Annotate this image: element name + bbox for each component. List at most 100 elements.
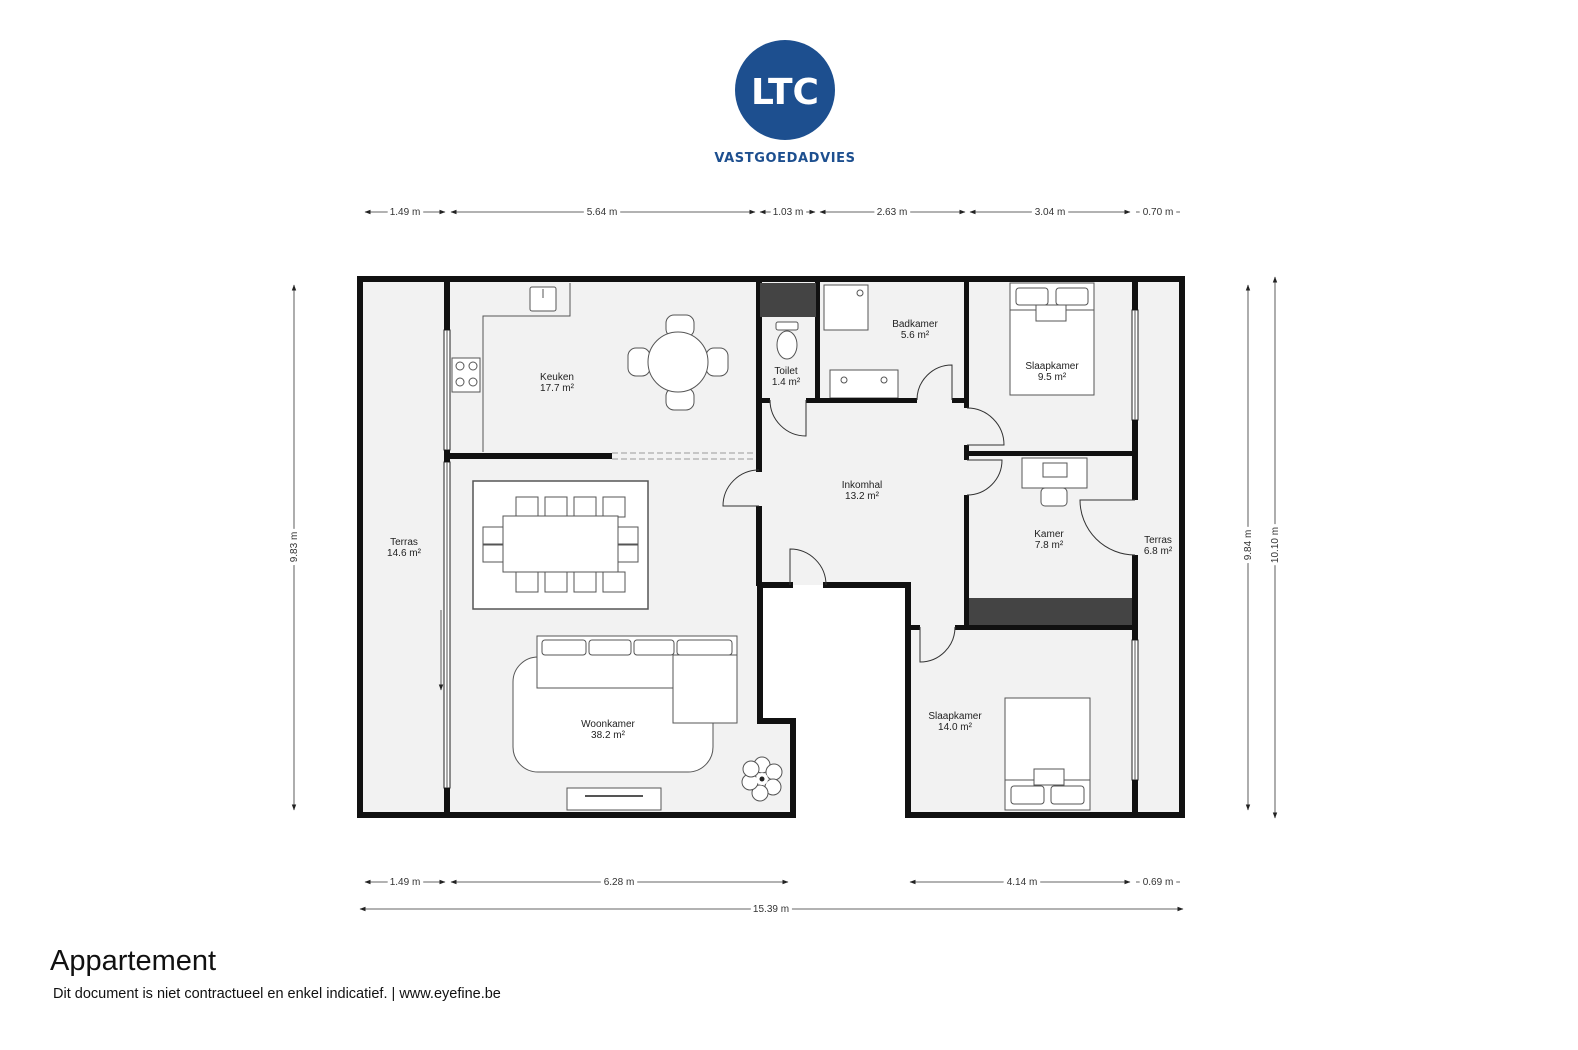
laptop	[1042, 462, 1068, 478]
duvet-fold	[1033, 768, 1065, 786]
dimension-label: 1.03 m	[773, 207, 804, 218]
room-name: Inkomhal	[842, 480, 883, 491]
room-area: 13.2 m²	[845, 491, 880, 502]
dimension-label: 1.49 m	[390, 877, 421, 888]
chair	[617, 526, 639, 545]
room-area: 14.6 m²	[387, 548, 422, 559]
wall	[447, 453, 612, 459]
room-area: 6.8 m²	[1144, 546, 1173, 557]
vanity-tap	[880, 376, 888, 384]
dimension-label-total: 15.39 m	[753, 904, 789, 915]
logo-circle	[735, 40, 835, 140]
room-area: 9.5 m²	[1038, 372, 1067, 383]
bottom-dimensions: 1.49 m 6.28 m 4.14 m 0.69 m 15.39 m	[359, 874, 1184, 919]
toilet-bowl	[776, 330, 798, 360]
sofa-cushion	[541, 639, 587, 656]
wall	[908, 625, 920, 630]
kitchen-counter	[482, 283, 571, 452]
chair	[602, 571, 626, 593]
room-name: Kamer	[1034, 529, 1064, 540]
door-badkamer	[916, 364, 953, 401]
room-area: 1.4 m²	[772, 377, 801, 388]
door-terras	[1079, 499, 1136, 556]
duvet-fold	[1035, 304, 1067, 322]
room-labels: Terras 14.6 m² Keuken 17.7 m² Toilet 1.4…	[387, 319, 1173, 741]
dimension-label: 1.49 m	[390, 207, 421, 218]
doors	[722, 364, 1136, 663]
bathroom-vanity	[829, 369, 899, 399]
dimension-label: 6.28 m	[604, 877, 635, 888]
sofa-cushion	[676, 639, 733, 656]
furniture	[451, 282, 1095, 811]
burner	[455, 361, 465, 371]
plant	[741, 756, 783, 802]
sofa-cushion	[633, 639, 675, 656]
vanity-tap	[840, 376, 848, 384]
wall	[444, 788, 450, 813]
chair	[482, 544, 504, 563]
room-area: 5.6 m²	[901, 330, 930, 341]
burner	[468, 361, 478, 371]
room-name: Slaapkamer	[1025, 361, 1079, 372]
dimension-label: 4.14 m	[1007, 877, 1038, 888]
chair	[515, 496, 539, 518]
page-title: Appartement	[50, 945, 216, 977]
logo-tagline: VASTGOEDADVIES	[714, 151, 855, 166]
dimension-label: 5.64 m	[587, 207, 618, 218]
room-name: Badkamer	[892, 319, 938, 330]
pillow	[1010, 785, 1045, 805]
chair	[544, 496, 568, 518]
outer-wall	[357, 276, 1185, 818]
pillow	[1055, 287, 1089, 306]
kitchen-sink	[529, 286, 557, 312]
dimension-label: 0.70 m	[1143, 207, 1174, 218]
sofa-cushion	[588, 639, 632, 656]
dimension-label: 2.63 m	[877, 207, 908, 218]
dining-table	[502, 515, 619, 573]
tv-unit	[566, 787, 662, 811]
chair	[705, 347, 729, 377]
dimension-label: 9.83 m	[289, 532, 300, 563]
dimension-label: 3.04 m	[1035, 207, 1066, 218]
logo: LTC VASTGOEDADVIES	[714, 40, 855, 166]
chair	[515, 571, 539, 593]
door-toilet	[769, 399, 807, 437]
pillow	[1050, 785, 1085, 805]
wall	[806, 398, 917, 403]
room-area: 38.2 m²	[591, 730, 626, 741]
wall	[964, 495, 969, 627]
desk-chair	[1040, 487, 1068, 507]
chair	[627, 347, 651, 377]
door-woonkamer	[722, 469, 760, 507]
door-entrance	[789, 548, 827, 586]
chair	[602, 496, 626, 518]
top-dimensions: 1.49 m 5.64 m 1.03 m 2.63 m 3.04 m 0.70 …	[364, 204, 1180, 222]
burner	[468, 377, 478, 387]
room-name: Woonkamer	[581, 719, 635, 730]
shaft	[969, 598, 1132, 625]
wall	[964, 451, 1137, 456]
burner	[455, 377, 465, 387]
leaf	[742, 760, 760, 778]
room-area: 14.0 m²	[938, 722, 973, 733]
door-slaapkamer-large	[919, 626, 956, 663]
room-name: Toilet	[774, 366, 798, 377]
walls	[444, 282, 1138, 813]
shaft	[760, 283, 816, 317]
wall	[955, 625, 1135, 630]
dimension-label: 10.10 m	[1270, 527, 1281, 563]
side-dimensions: 9.83 m 9.84 m 10.10 m	[286, 276, 1285, 819]
room-area: 17.7 m²	[540, 383, 575, 394]
wall	[964, 282, 969, 408]
wall	[444, 282, 450, 330]
chair	[544, 571, 568, 593]
room-name: Terras	[390, 537, 418, 548]
chair	[482, 526, 504, 545]
wall	[1132, 555, 1138, 640]
toilet-tank	[775, 321, 799, 331]
door-slaapkamer	[966, 407, 1005, 446]
wall	[756, 282, 762, 472]
room-name: Keuken	[540, 372, 574, 383]
pillow	[1015, 287, 1049, 306]
